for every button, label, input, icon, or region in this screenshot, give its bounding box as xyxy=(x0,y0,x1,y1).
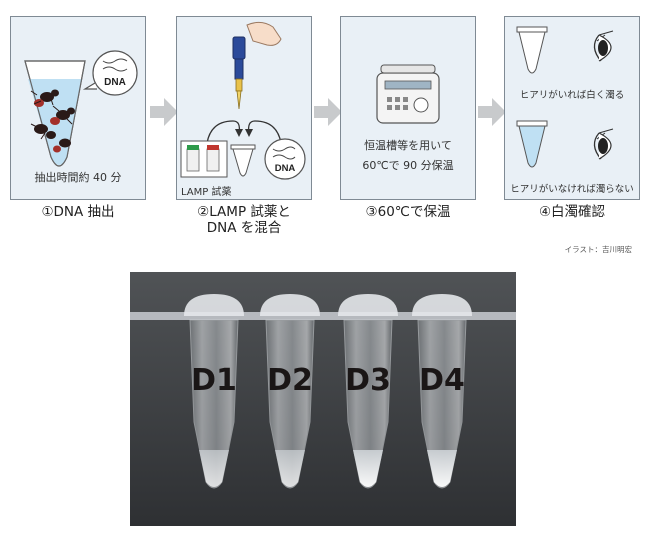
tube-label: D3 xyxy=(345,363,391,398)
step1-panel: DNA 抽出時間約 40 分 xyxy=(10,16,146,200)
eye-icon xyxy=(593,128,614,160)
incubation-text-line1: 恒温槽等を用いて xyxy=(364,139,452,152)
tube-label: D1 xyxy=(191,363,237,398)
sample-tube: D2 xyxy=(260,294,320,489)
tube-label: D2 xyxy=(267,363,313,398)
ant-extraction-illustration: DNA xyxy=(24,50,138,167)
mixing-illustration: DNA xyxy=(180,21,306,180)
step3-caption: ③60℃で保温 xyxy=(365,204,451,220)
step2-panel: DNA LAMP 試薬 xyxy=(176,16,312,200)
sample-tube: D3 xyxy=(338,294,398,489)
dna-bubble-label: DNA xyxy=(275,163,296,174)
lamp-reagent-label: LAMP 試薬 xyxy=(181,187,232,198)
ant-icon xyxy=(30,89,75,153)
step1-caption: ①DNA 抽出 xyxy=(41,204,115,220)
step4-caption: ④白濁確認 xyxy=(538,204,606,220)
illustration-credit: イラスト：吉川明宏 xyxy=(564,245,632,254)
turbidity-illustration xyxy=(516,26,614,168)
sample-tube: D1 xyxy=(184,294,244,489)
extraction-time-text: 抽出時間約 40 分 xyxy=(34,171,122,184)
arrow-right-icon xyxy=(314,98,342,126)
step4-panel: ヒアリがいれば白く濁る ヒアリがいなければ濁らない xyxy=(504,16,640,200)
dna-bubble-label: DNA xyxy=(104,77,126,88)
tube-label: D4 xyxy=(419,363,465,398)
eye-icon xyxy=(593,30,614,62)
result-negative-text: ヒアリがいなければ濁らない xyxy=(510,184,634,195)
incubation-text-line2: 60℃で 90 分保温 xyxy=(362,159,454,172)
result-positive-text: ヒアリがいれば白く濁る xyxy=(519,90,625,101)
arrow-right-icon xyxy=(150,98,178,126)
sample-tube: D4 xyxy=(412,294,472,489)
incubator-icon xyxy=(376,64,440,124)
tubes-photo: D1 D2 D3 D4 xyxy=(130,272,516,526)
step2-caption: ②LAMP 試薬と DNA を混合 xyxy=(197,204,291,236)
tubes-photo-svg: D1 D2 D3 D4 xyxy=(130,272,516,526)
arrow-right-icon xyxy=(478,98,506,126)
step3-panel: 恒温槽等を用いて 60℃で 90 分保温 xyxy=(340,16,476,200)
